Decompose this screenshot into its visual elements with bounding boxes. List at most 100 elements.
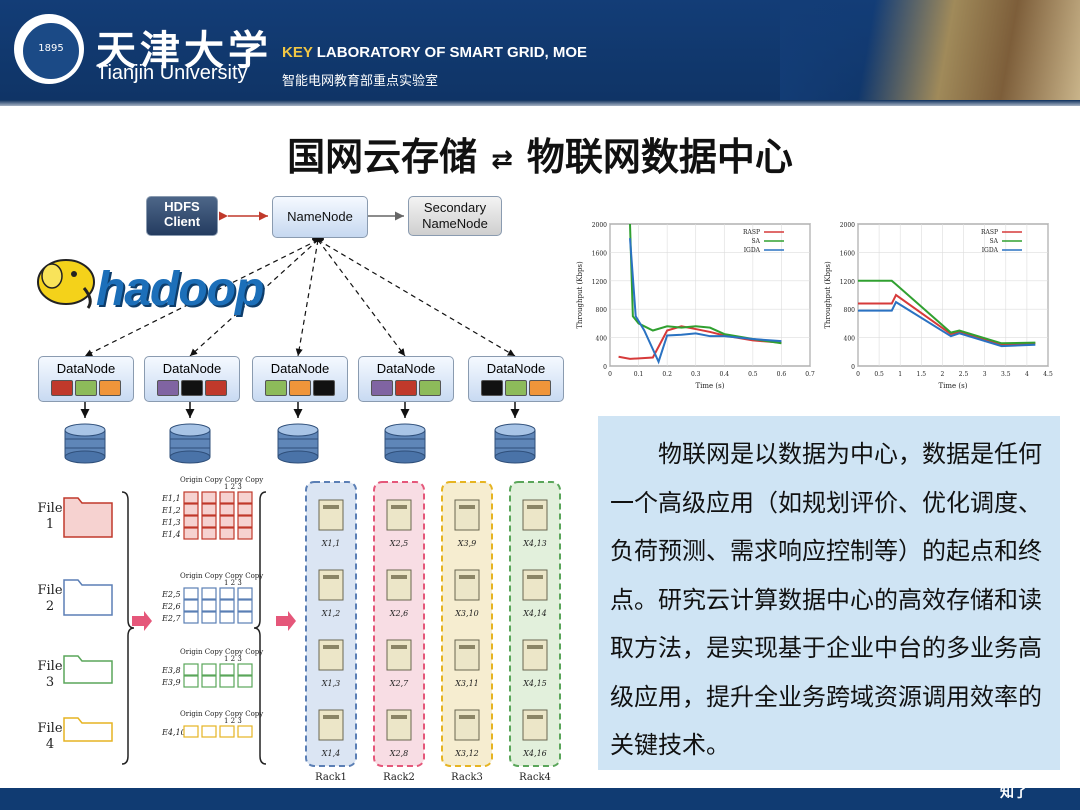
server-label: X2,7 bbox=[389, 679, 409, 688]
data-block bbox=[181, 380, 203, 396]
x-tick-label: 0.6 bbox=[777, 371, 787, 378]
copy-header: Origin Copy Copy Copy bbox=[180, 572, 263, 580]
server-icon bbox=[522, 709, 548, 741]
datanode-label: DataNode bbox=[56, 361, 116, 376]
data-block bbox=[289, 380, 311, 396]
replica-cell bbox=[201, 503, 217, 516]
block-label: E1,3 bbox=[161, 518, 181, 527]
server-label: X3,12 bbox=[454, 749, 479, 758]
secondary-namenode-label: Secondary NameNode bbox=[422, 200, 488, 231]
data-block bbox=[371, 380, 393, 396]
server-icon bbox=[318, 569, 344, 601]
namenode-box: NameNode bbox=[272, 196, 368, 238]
replica-cell bbox=[219, 515, 235, 528]
replica-cell bbox=[219, 587, 235, 600]
disk-icon bbox=[494, 423, 536, 464]
copy-header: Origin Copy Copy Copy bbox=[180, 648, 263, 656]
rack-label: Rack3 bbox=[451, 772, 483, 783]
y-tick-label: 800 bbox=[844, 307, 856, 314]
x-tick-label: 3.5 bbox=[1001, 371, 1011, 378]
replica-cell bbox=[237, 611, 253, 624]
x-tick-label: 0.1 bbox=[634, 371, 644, 378]
x-tick-label: 4 bbox=[1025, 371, 1029, 378]
replica-cell bbox=[237, 725, 253, 738]
disk-icon bbox=[384, 423, 426, 464]
replica-cell bbox=[219, 599, 235, 612]
copy-numbers: 1 2 3 bbox=[224, 717, 242, 725]
x-tick-label: 0.4 bbox=[720, 371, 730, 378]
copy-header: Origin Copy Copy Copy bbox=[180, 476, 263, 484]
replica-cell bbox=[201, 725, 217, 738]
server-label: X4,16 bbox=[522, 749, 547, 758]
server-label: X4,14 bbox=[522, 609, 547, 618]
x-tick-label: 0.3 bbox=[691, 371, 701, 378]
disk-row bbox=[64, 423, 536, 464]
series-line-sa bbox=[629, 223, 782, 345]
data-block bbox=[205, 380, 227, 396]
replica-cell bbox=[219, 611, 235, 624]
datanode-box: DataNode bbox=[252, 356, 348, 402]
folder-icon bbox=[63, 717, 113, 742]
rack-container bbox=[441, 481, 493, 767]
server-slot bbox=[459, 715, 475, 719]
y-tick-label: 1200 bbox=[592, 279, 607, 286]
block-label: E3,9 bbox=[161, 678, 181, 687]
x-tick-label: 1.5 bbox=[917, 371, 927, 378]
replica-cell bbox=[201, 611, 217, 624]
replica-cell bbox=[201, 527, 217, 540]
replica-cell bbox=[183, 725, 199, 738]
replica-cell bbox=[237, 599, 253, 612]
data-block bbox=[505, 380, 527, 396]
server-icon bbox=[318, 499, 344, 531]
x-tick-label: 3 bbox=[983, 371, 987, 378]
legend-label: RASP bbox=[743, 229, 760, 236]
secondary-namenode-box: Secondary NameNode bbox=[408, 196, 502, 236]
server-label: X2,5 bbox=[389, 539, 408, 548]
data-block bbox=[481, 380, 503, 396]
replica-cell bbox=[237, 515, 253, 528]
y-tick-label: 400 bbox=[596, 336, 608, 343]
replica-cell bbox=[219, 527, 235, 540]
server-slot bbox=[527, 505, 543, 509]
slide-title: 国网云存储⇄物联网数据中心 bbox=[0, 126, 1080, 181]
block-row bbox=[359, 376, 453, 399]
data-block bbox=[313, 380, 335, 396]
legend-label: IGDA bbox=[982, 247, 999, 254]
replica-cell bbox=[237, 663, 253, 676]
block-label: E3,8 bbox=[161, 666, 181, 675]
server-label: X3,9 bbox=[457, 539, 476, 548]
server-label: X4,15 bbox=[522, 679, 547, 688]
replica-cell bbox=[219, 491, 235, 504]
lab-name-cn: 智能电网教育部重点实验室 bbox=[282, 74, 439, 89]
lab-name-en: KEY LABORATORY OF SMART GRID, MOE bbox=[282, 44, 587, 61]
server-icon bbox=[454, 499, 480, 531]
server-icon bbox=[522, 639, 548, 671]
series-line-sa bbox=[858, 279, 1036, 345]
footer-logo: 知了 bbox=[1000, 785, 1028, 801]
y-tick-label: 1600 bbox=[592, 250, 607, 257]
replica-cell bbox=[219, 725, 235, 738]
replica-cell bbox=[201, 663, 217, 676]
replica-cell bbox=[183, 503, 199, 516]
namenode-label: NameNode bbox=[287, 209, 353, 224]
pink-arrow-icon bbox=[276, 611, 296, 631]
x-tick-label: 0.7 bbox=[805, 371, 815, 378]
block-label: E2,6 bbox=[161, 602, 181, 611]
copy-header: Origin Copy Copy Copy bbox=[180, 710, 263, 718]
replica-cell bbox=[237, 675, 253, 688]
y-tick-label: 0 bbox=[851, 364, 855, 371]
replica-cell bbox=[219, 675, 235, 688]
server-slot bbox=[323, 715, 339, 719]
left-brace bbox=[121, 491, 135, 765]
x-tick-label: 4.5 bbox=[1043, 371, 1053, 378]
server-slot bbox=[459, 575, 475, 579]
disk-icon bbox=[64, 423, 106, 464]
legend-label: SA bbox=[990, 238, 999, 245]
hadoop-elephant-icon bbox=[37, 259, 95, 309]
data-block bbox=[51, 380, 73, 396]
replica-cell bbox=[201, 587, 217, 600]
hdfs-client-box: HDFS Client bbox=[146, 196, 218, 236]
